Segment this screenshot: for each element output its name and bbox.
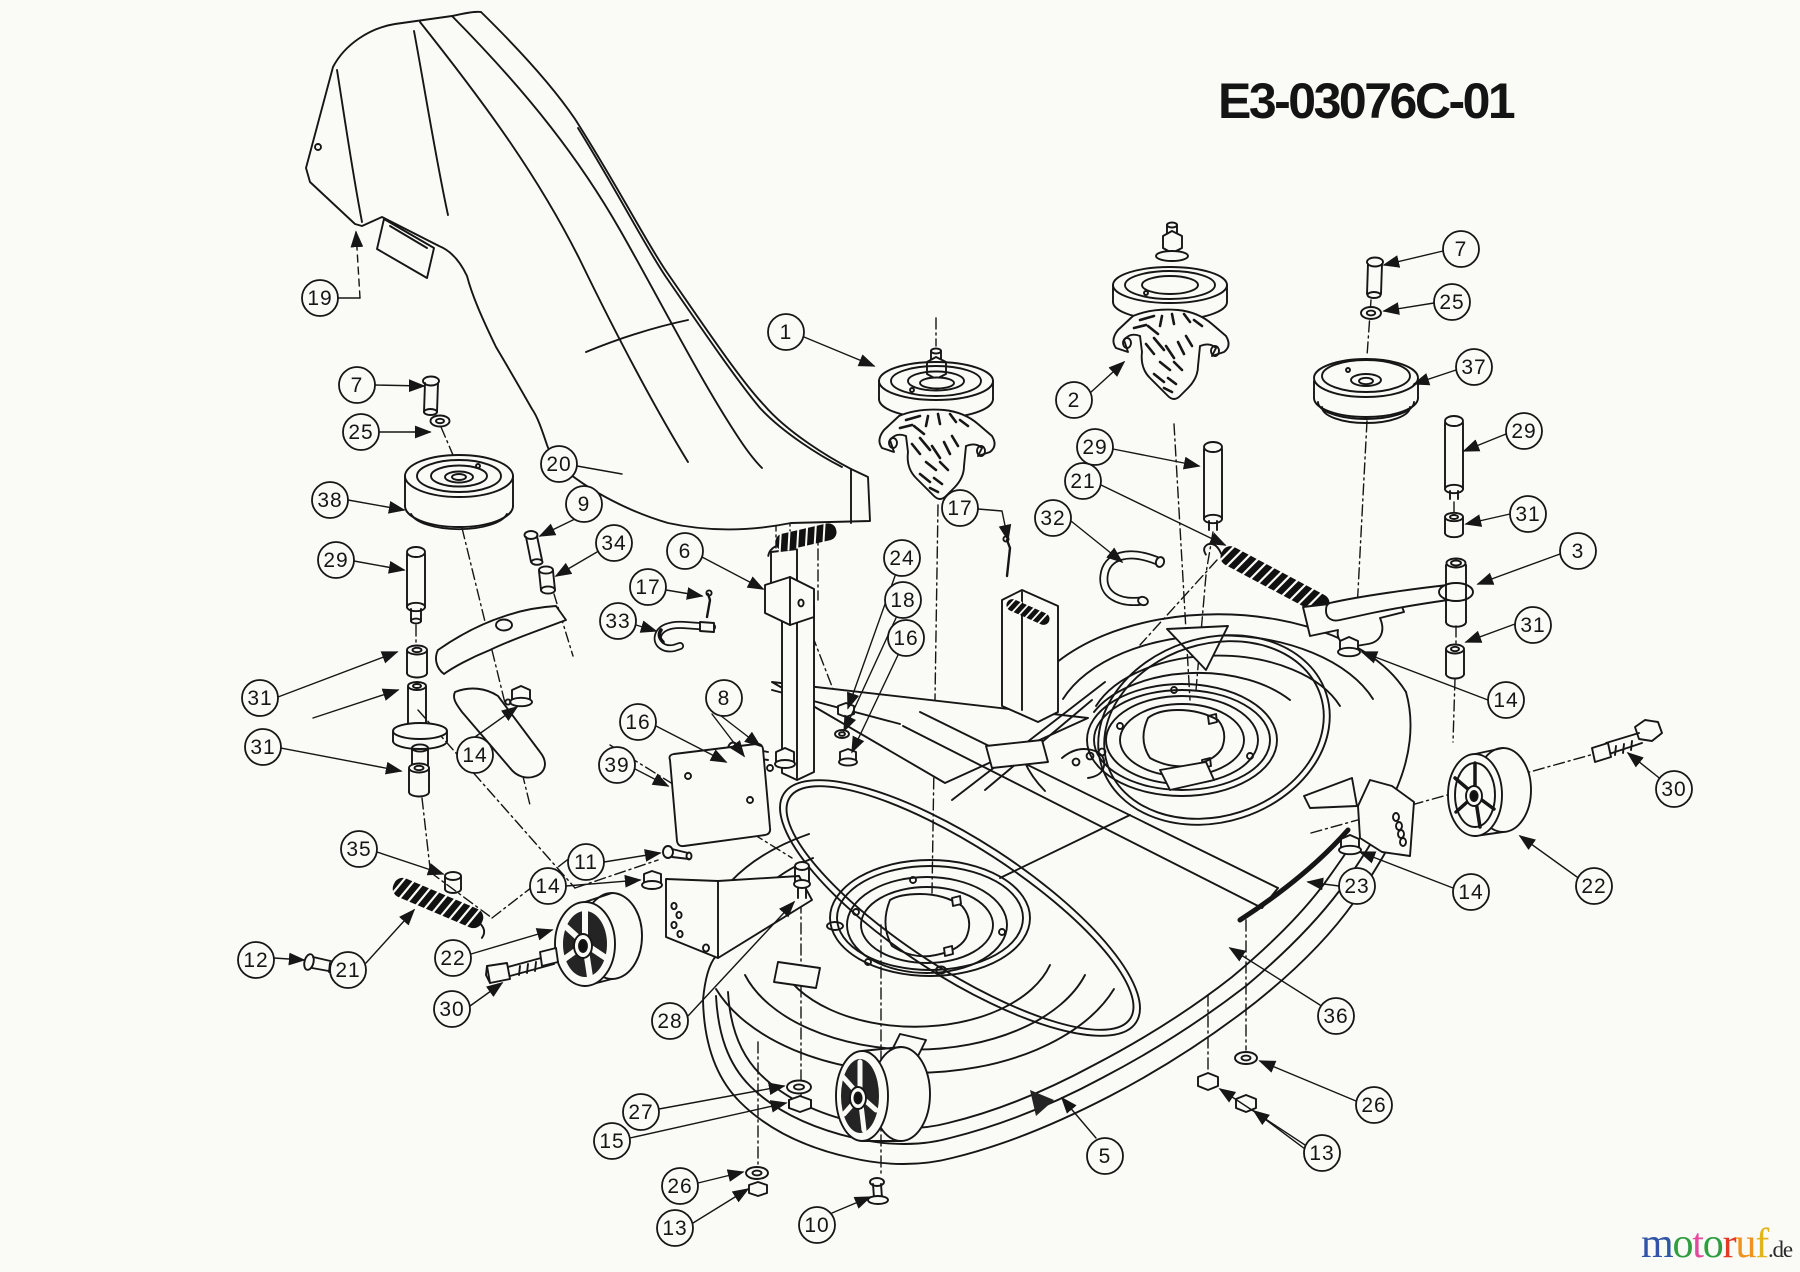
svg-text:23: 23 [1344, 875, 1369, 898]
svg-text:1: 1 [780, 321, 793, 344]
svg-text:12: 12 [243, 949, 268, 972]
svg-text:30: 30 [1661, 778, 1686, 801]
svg-text:7: 7 [1455, 238, 1468, 261]
svg-text:13: 13 [662, 1217, 687, 1240]
svg-text:14: 14 [535, 875, 560, 898]
svg-text:34: 34 [601, 532, 626, 555]
svg-text:26: 26 [667, 1175, 692, 1198]
svg-text:38: 38 [317, 489, 342, 512]
svg-text:17: 17 [947, 497, 972, 520]
svg-text:20: 20 [546, 453, 571, 476]
svg-text:14: 14 [1493, 689, 1518, 712]
svg-text:10: 10 [804, 1214, 829, 1237]
svg-text:28: 28 [657, 1010, 682, 1033]
svg-text:25: 25 [348, 421, 373, 444]
svg-text:17: 17 [635, 576, 660, 599]
svg-text:7: 7 [351, 374, 364, 397]
svg-text:motoruf.de: motoruf.de [1641, 1221, 1793, 1267]
svg-text:15: 15 [599, 1130, 624, 1153]
svg-text:36: 36 [1323, 1005, 1348, 1028]
svg-text:26: 26 [1361, 1094, 1386, 1117]
svg-text:31: 31 [247, 687, 272, 710]
svg-text:29: 29 [323, 549, 348, 572]
svg-text:27: 27 [628, 1101, 653, 1124]
svg-text:3: 3 [1572, 540, 1585, 563]
svg-text:8: 8 [718, 687, 731, 710]
svg-text:32: 32 [1040, 507, 1065, 530]
svg-text:39: 39 [604, 754, 629, 777]
svg-text:16: 16 [893, 627, 918, 650]
svg-text:18: 18 [890, 589, 915, 612]
svg-text:21: 21 [335, 959, 360, 982]
svg-text:14: 14 [1458, 881, 1483, 904]
svg-text:37: 37 [1461, 356, 1486, 379]
svg-text:16: 16 [625, 711, 650, 734]
svg-text:6: 6 [679, 540, 692, 563]
svg-text:29: 29 [1082, 436, 1107, 459]
svg-text:11: 11 [574, 851, 598, 874]
svg-text:21: 21 [1070, 470, 1095, 493]
svg-text:19: 19 [307, 287, 332, 310]
svg-text:31: 31 [1520, 614, 1545, 637]
svg-text:25: 25 [1439, 291, 1464, 314]
svg-text:29: 29 [1511, 420, 1536, 443]
svg-text:22: 22 [440, 947, 465, 970]
svg-text:9: 9 [578, 493, 591, 516]
svg-text:13: 13 [1309, 1142, 1334, 1165]
svg-text:31: 31 [250, 736, 275, 759]
svg-text:E3-03076C-01: E3-03076C-01 [1218, 73, 1515, 129]
svg-text:35: 35 [346, 838, 371, 861]
svg-text:33: 33 [605, 610, 630, 633]
svg-text:22: 22 [1581, 875, 1606, 898]
svg-text:14: 14 [462, 744, 487, 767]
svg-text:31: 31 [1515, 503, 1540, 526]
svg-text:24: 24 [889, 547, 914, 570]
svg-text:30: 30 [439, 998, 464, 1021]
svg-text:2: 2 [1068, 389, 1081, 412]
svg-text:5: 5 [1099, 1145, 1112, 1168]
